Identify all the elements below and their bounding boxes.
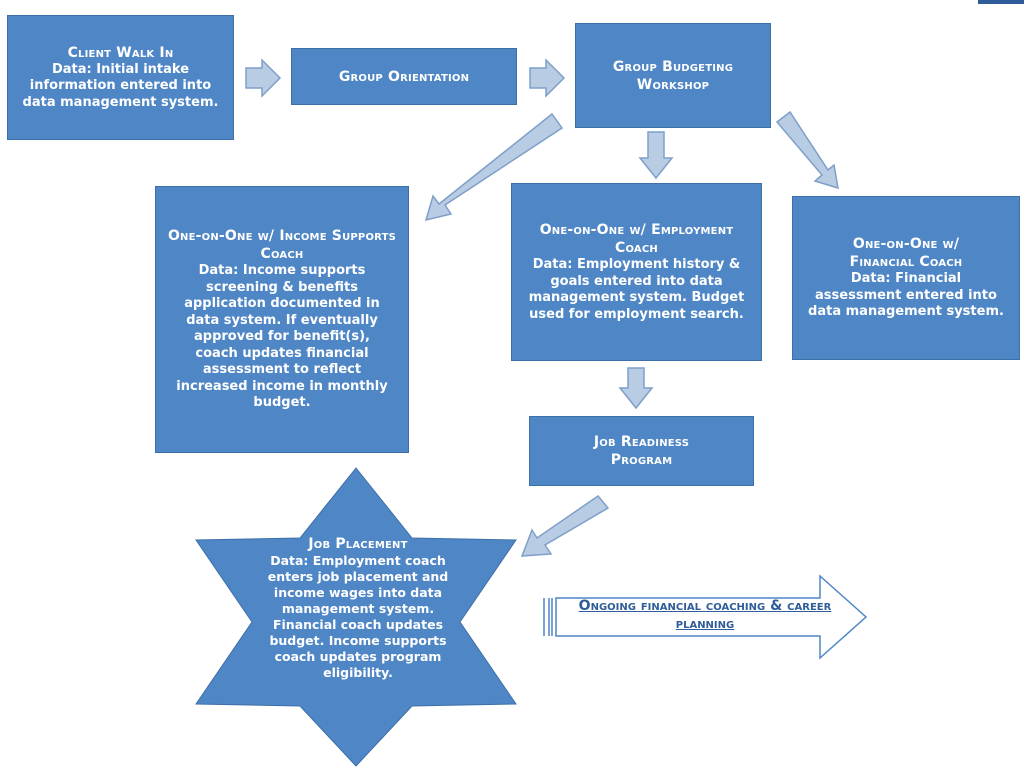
income-coach-box: One-on-One w/ Income Supports Coach Data…: [155, 186, 409, 453]
group-orientation-box: Group Orientation: [291, 48, 517, 105]
client-walk-in-body: Data: Initial intake information entered…: [22, 61, 219, 110]
arrow-budgeting-to-financial: [775, 110, 839, 190]
job-placement-title: Job Placement: [308, 536, 408, 552]
financial-coach-title: One-on-One w/ Financial Coach: [849, 236, 963, 271]
ongoing-label: Ongoing financial coaching & career plan…: [578, 598, 832, 632]
income-coach-body: Data: Income supports screening & benefi…: [176, 263, 388, 411]
client-walk-in-box: Client Walk In Data: Initial intake info…: [7, 15, 234, 140]
client-walk-in-title: Client Walk In: [67, 44, 174, 61]
arrow-employment-to-readiness: [618, 367, 654, 410]
employment-coach-title: One-on-One w/ Employment Coach: [539, 222, 734, 256]
group-budgeting-title: Group Budgeting Workshop: [612, 58, 734, 93]
job-readiness-box: Job Readiness Program: [529, 416, 754, 486]
financial-coach-box: One-on-One w/ Financial Coach Data: Fina…: [792, 196, 1020, 360]
income-coach-title: One-on-One w/ Income Supports Coach: [167, 228, 397, 263]
financial-coach-body: Data: Financial assessment entered into …: [808, 271, 1004, 320]
arrow-readiness-to-placement: [520, 494, 610, 557]
job-readiness-title: Job Readiness Program: [593, 434, 690, 468]
job-placement-star: [195, 467, 517, 767]
group-budgeting-box: Group Budgeting Workshop: [575, 23, 771, 128]
arrow-budgeting-to-employment: [638, 131, 674, 180]
employment-coach-box: One-on-One w/ Employment Coach Data: Emp…: [511, 183, 762, 361]
corner-mark: [978, 0, 1024, 4]
employment-coach-body: Data: Employment history & goals entered…: [528, 257, 745, 322]
arrow-budgeting-to-income: [424, 112, 564, 222]
group-orientation-title: Group Orientation: [338, 68, 470, 85]
arrow-orientation-to-budgeting: [529, 58, 566, 98]
job-placement-body: Data: Employment coach enters job placem…: [267, 553, 449, 680]
ongoing-arrow: [555, 574, 868, 660]
arrow-walkin-to-orientation: [245, 58, 282, 98]
job-placement-content: Job Placement Data: Employment coach ent…: [240, 535, 476, 681]
